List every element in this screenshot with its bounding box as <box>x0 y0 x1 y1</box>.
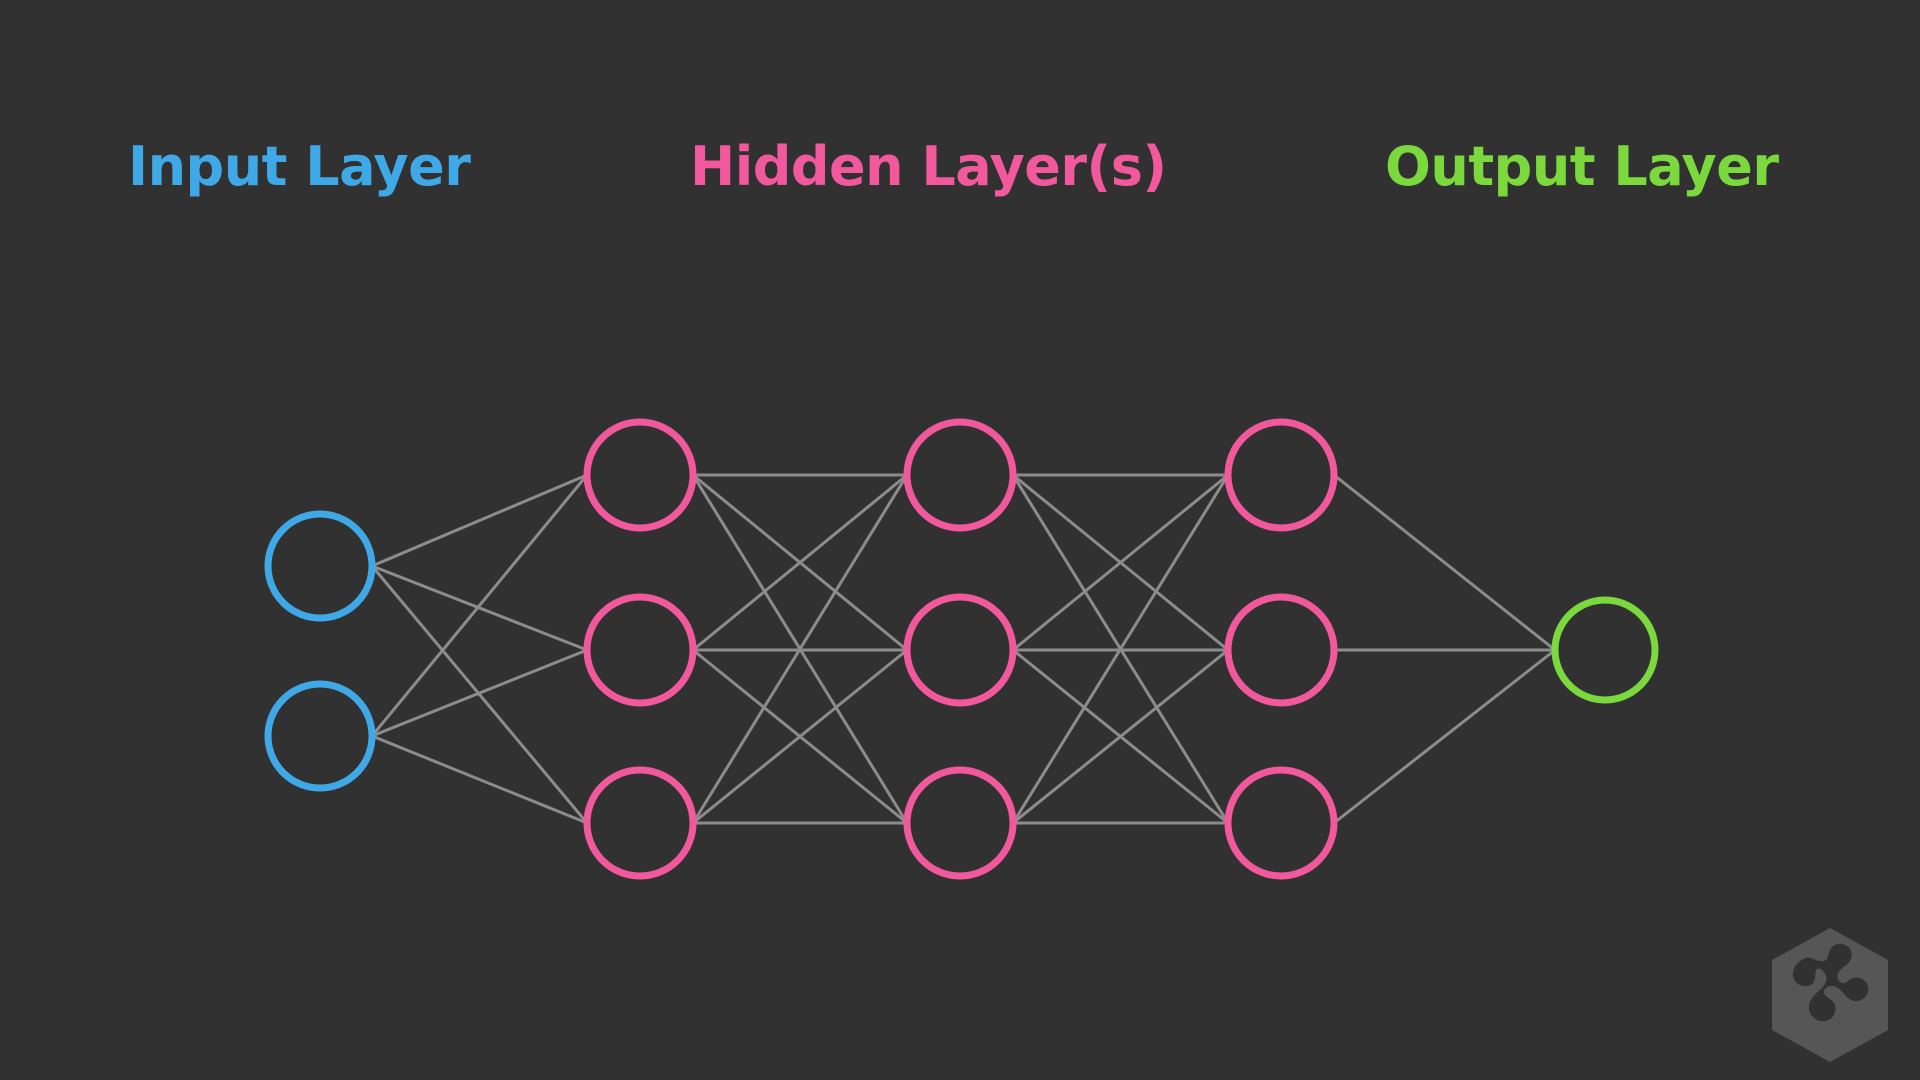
network-edge <box>1011 473 1230 652</box>
nodes-group <box>264 418 1659 880</box>
network-edge <box>691 473 909 825</box>
network-node-hidden1 <box>583 766 697 880</box>
network-node-hidden1 <box>583 418 697 532</box>
network-edge <box>1011 473 1230 825</box>
label-input-layer: Input Layer <box>128 135 471 198</box>
network-edge <box>370 473 589 738</box>
network-edge <box>1332 473 1557 652</box>
edges-group <box>370 473 1557 825</box>
network-edge <box>1011 648 1230 825</box>
network-edge <box>370 734 589 825</box>
network-node-hidden3 <box>1224 593 1338 707</box>
network-node-hidden2 <box>903 766 1017 880</box>
network-edge <box>370 473 589 568</box>
label-hidden-layer: Hidden Layer(s) <box>690 135 1167 198</box>
network-node-input <box>264 680 376 792</box>
network-edge <box>691 648 909 825</box>
network-node-hidden2 <box>903 593 1017 707</box>
network-edge <box>370 564 589 652</box>
network-edge <box>691 473 909 652</box>
network-node-hidden1 <box>583 593 697 707</box>
network-node-input <box>264 510 376 622</box>
network-edge <box>1332 648 1557 825</box>
network-node-output <box>1551 596 1659 704</box>
label-output-layer: Output Layer <box>1385 135 1779 198</box>
network-node-hidden2 <box>903 418 1017 532</box>
network-edge <box>370 648 589 738</box>
network-node-hidden3 <box>1224 766 1338 880</box>
network-node-hidden3 <box>1224 418 1338 532</box>
